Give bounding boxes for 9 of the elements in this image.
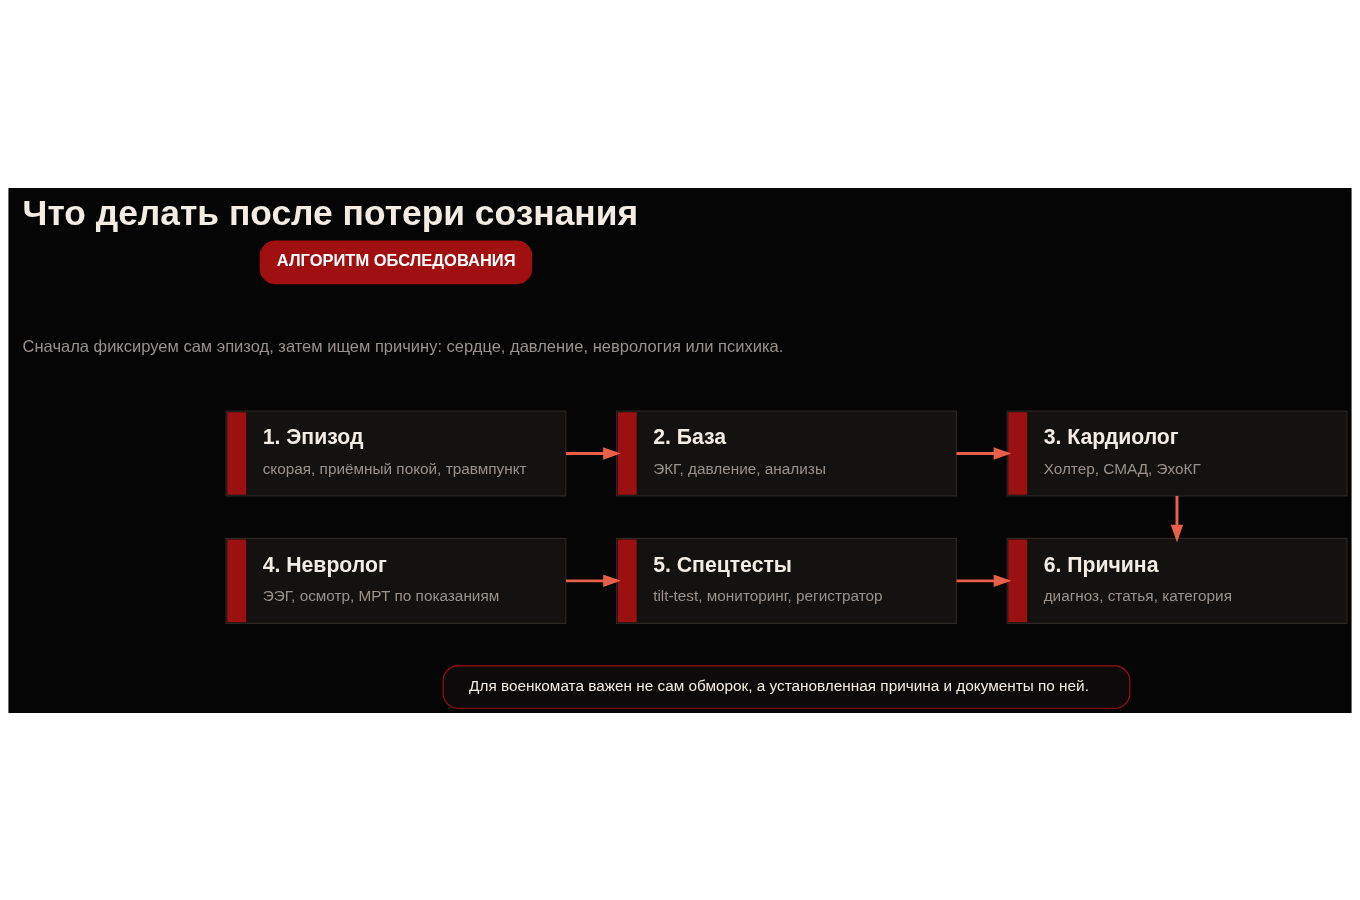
- diagram-title: Что делать после потери сознания: [22, 192, 639, 232]
- node-box: Для военкомата важен не сам обморок, а установленная причина и документы по ней.: [442, 664, 1131, 709]
- arrow: [956, 446, 1012, 460]
- arrow: [956, 574, 1012, 587]
- arrow: [1170, 495, 1184, 542]
- arrow: [566, 446, 621, 460]
- label: Сначала фиксируем сам эпизод, затем ищем причину: сердце, давление, неврология или психика.: [22, 336, 784, 355]
- node-box: АЛГОРИТМ ОБСЛЕДОВАНИЯ: [259, 240, 533, 284]
- arrow: [566, 574, 621, 587]
